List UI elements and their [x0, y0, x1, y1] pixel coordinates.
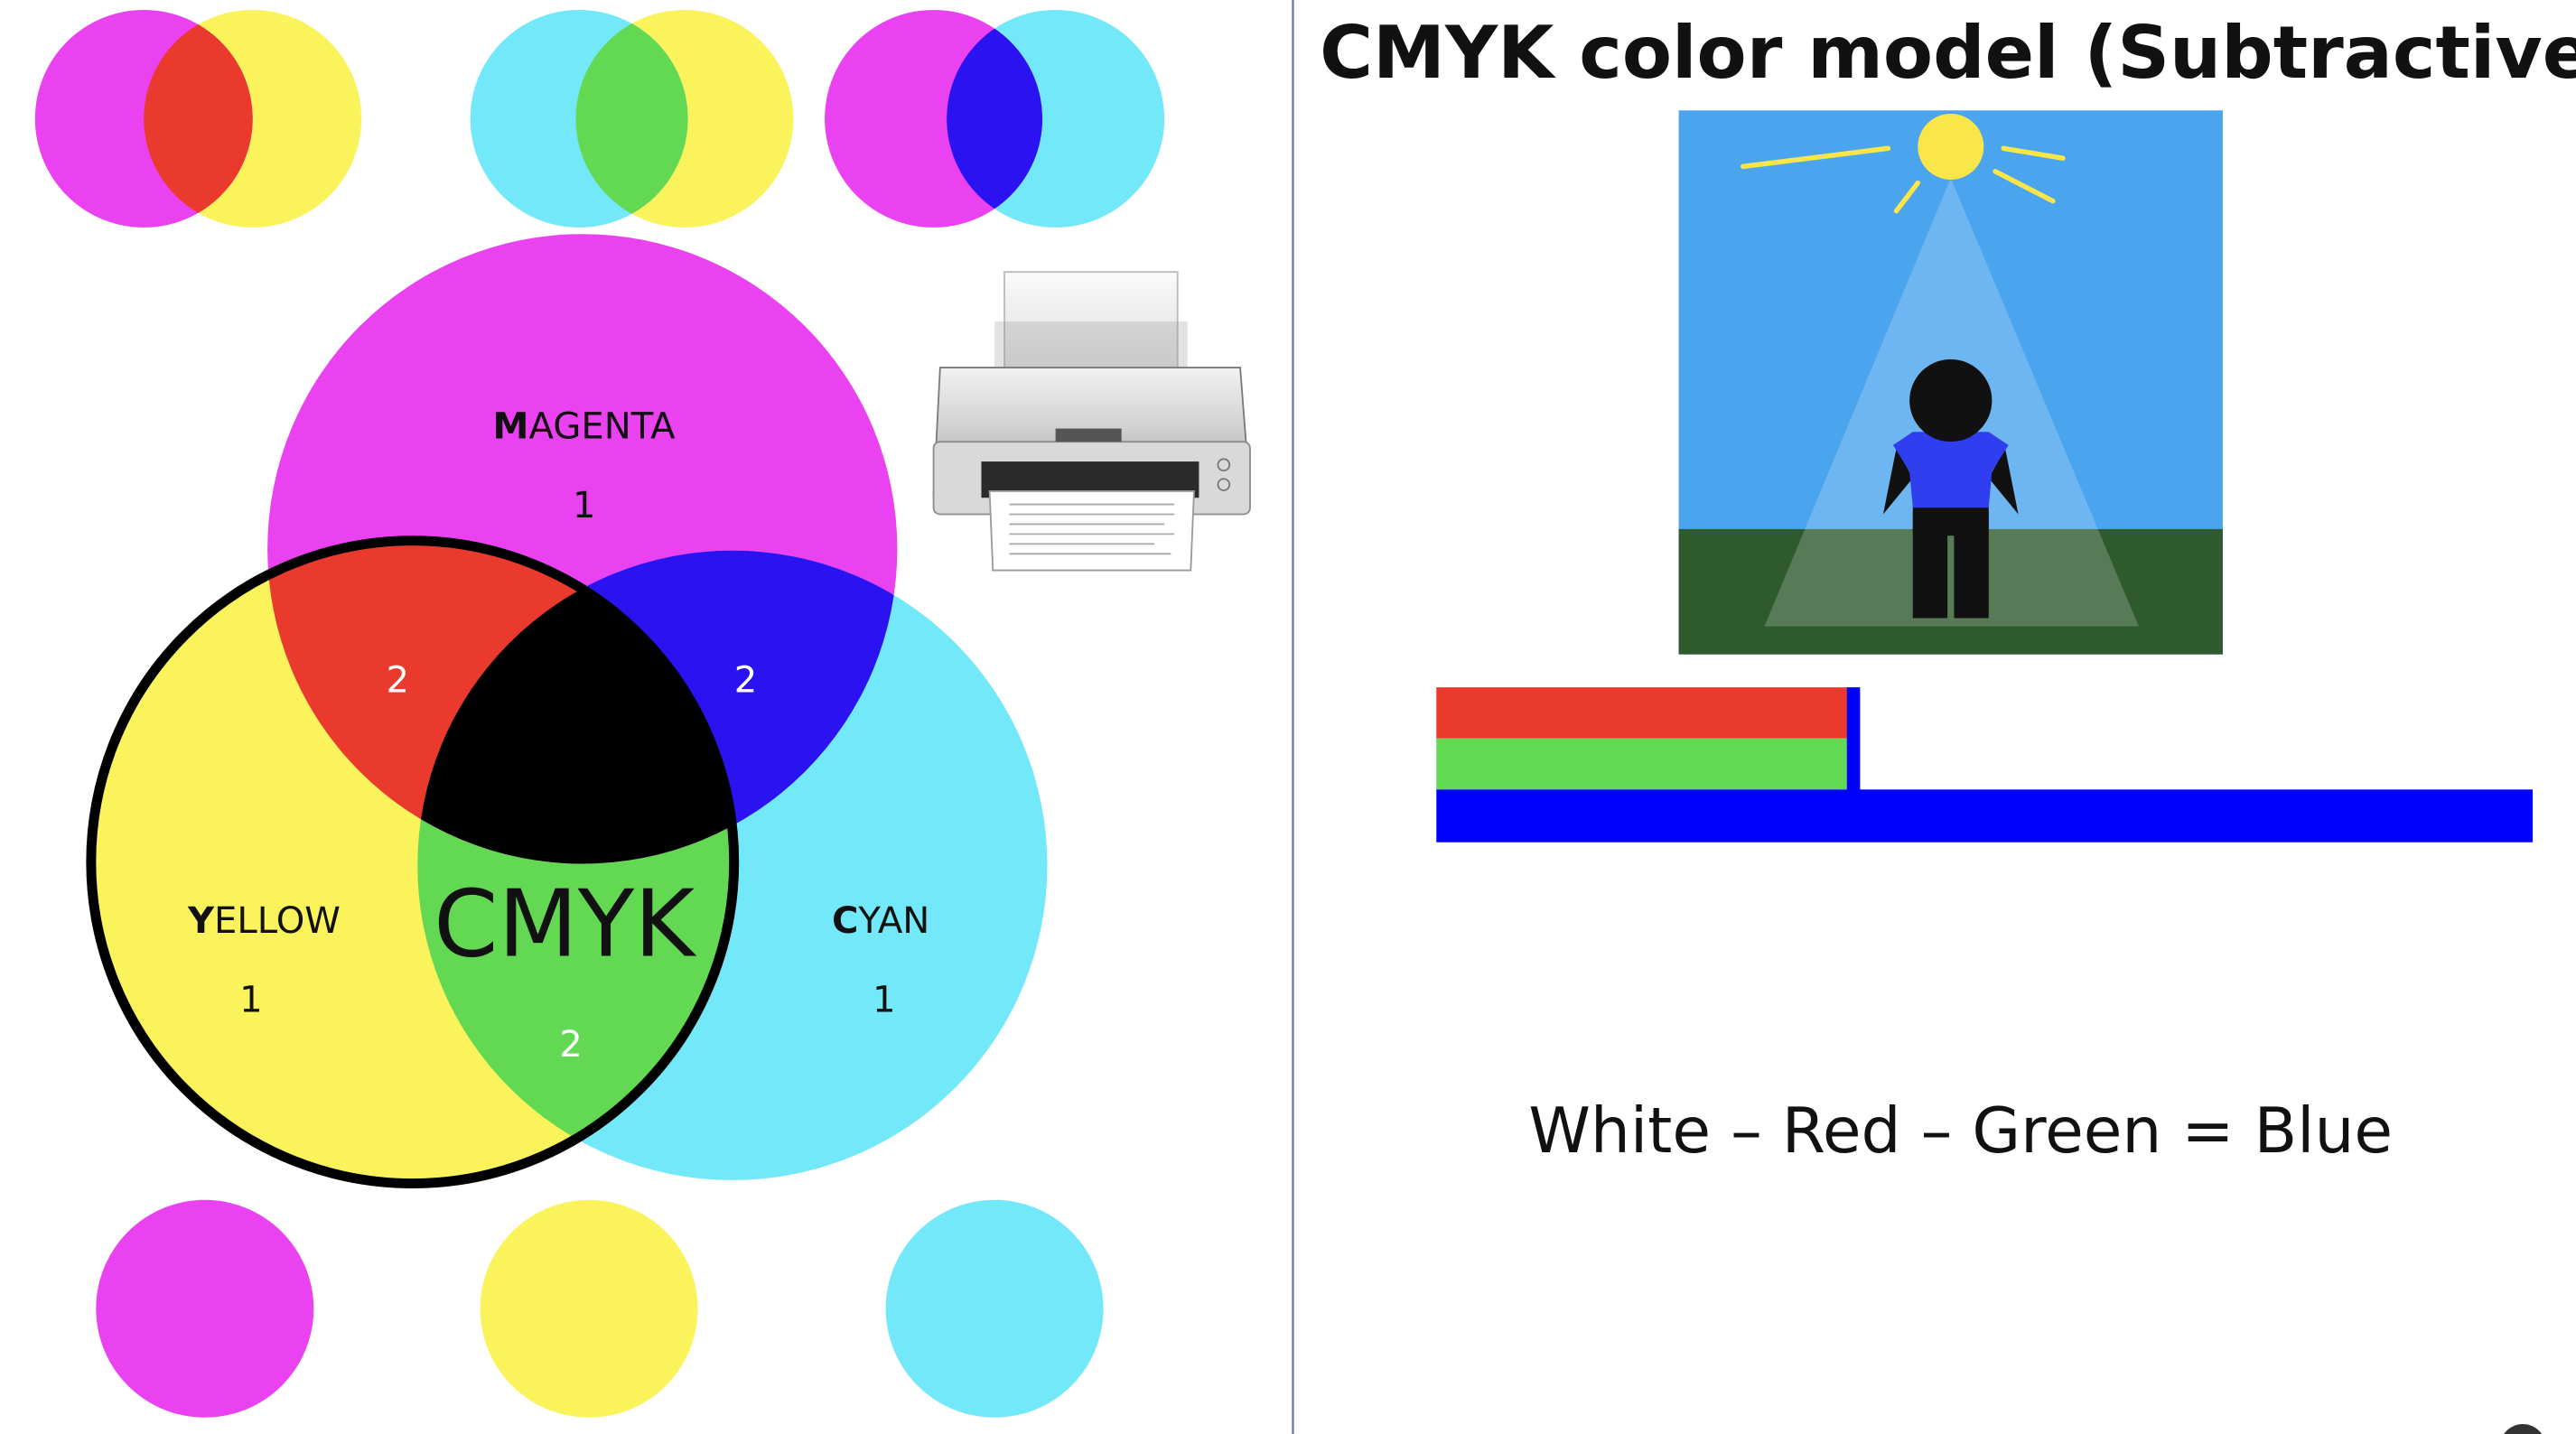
- yellow-swatch: [480, 1199, 698, 1418]
- subtraction-bars: [1436, 687, 2534, 843]
- person-figure: [1882, 358, 2019, 619]
- yellow-count: 1: [239, 980, 263, 1021]
- blue-bar: [1436, 789, 2534, 843]
- sun-rays: [1741, 145, 2066, 214]
- red-count: 2: [387, 660, 410, 702]
- magenta-cyan-pair: [825, 9, 1165, 228]
- magenta-count: 1: [573, 485, 596, 526]
- magenta-yellow-pair: [34, 9, 362, 228]
- person-under-sunlight-illustration: [1678, 110, 2223, 655]
- slide-title: CMYK color model (Subtractive): [1320, 10, 2576, 95]
- yellow-label: YELLOW: [187, 900, 341, 942]
- corner-indicator: [2504, 1424, 2543, 1434]
- sun-icon: [1918, 113, 1984, 180]
- black-overlap: [417, 550, 734, 864]
- magenta-label: MAGENTA: [493, 406, 677, 448]
- magenta-swatch: [96, 1199, 314, 1418]
- yellow-outline: [86, 535, 740, 1189]
- subtraction-equation: White – Red – Green = Blue: [1528, 1095, 2393, 1168]
- red-bar: [1436, 687, 1849, 739]
- cyan-count: 1: [873, 980, 896, 1021]
- grass: [1678, 528, 2223, 655]
- green-bar: [1436, 738, 1849, 790]
- cyan-yellow-pair: [470, 9, 794, 228]
- cyan-swatch: [885, 1199, 1104, 1418]
- cmyk-venn-diagram: MAGENTA 1 YELLOW 1 CYAN 1 2 2 2 CMYK: [86, 234, 1048, 1189]
- green-count: 2: [559, 1024, 583, 1066]
- cmyk-center-label: CMYK: [434, 871, 697, 979]
- blue-bar-notch: [1846, 687, 1861, 792]
- blue-count: 2: [734, 660, 758, 702]
- printer-icon: [932, 271, 1252, 572]
- cyan-label: CYAN: [832, 900, 929, 942]
